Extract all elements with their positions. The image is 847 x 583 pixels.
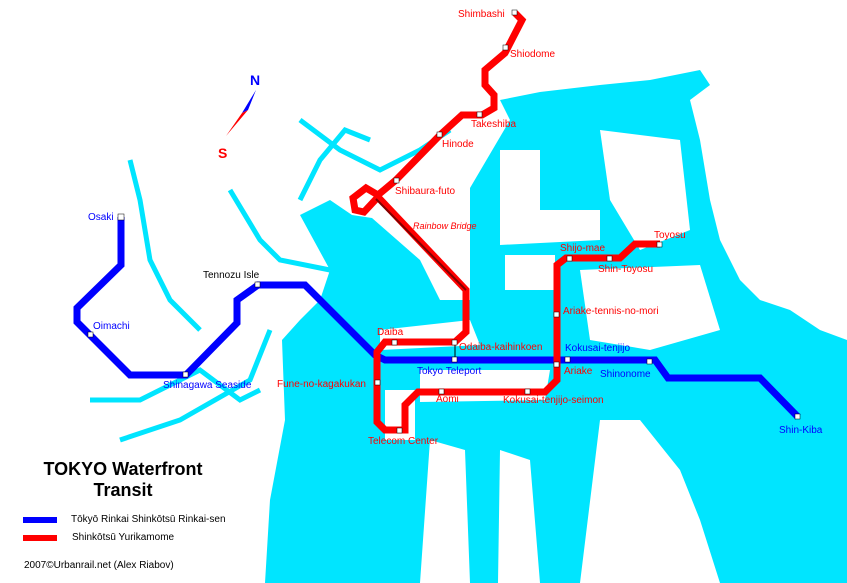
station-label-osaki[interactable]: Osaki bbox=[88, 212, 114, 223]
yurikamome-line bbox=[349, 10, 660, 434]
legend-label-yurikamome: Shinkōtsū Yurikamome bbox=[72, 532, 175, 543]
station-markers bbox=[87, 9, 801, 434]
station-marker[interactable] bbox=[438, 388, 445, 395]
land-toyosu bbox=[600, 130, 690, 250]
station-label-takeshiba[interactable]: Takeshiba bbox=[471, 119, 517, 130]
legend-label-rinkai: Tōkyō Rinkai Shinkōtsū Rinkai-sen bbox=[71, 514, 226, 525]
river-4 bbox=[90, 367, 262, 403]
station-label-hinode[interactable]: Hinode bbox=[442, 139, 474, 150]
station-label-kokusai-tenjijo-seimon[interactable]: Kokusai-tenjijo-seimon bbox=[503, 395, 604, 406]
station-label-toyosu[interactable]: Toyosu bbox=[654, 230, 686, 241]
station-marker[interactable] bbox=[254, 281, 261, 288]
land-east bbox=[750, 150, 847, 310]
river-2 bbox=[227, 188, 331, 273]
station-label-shin-kiba[interactable]: Shin-Kiba bbox=[779, 425, 823, 436]
map-title-line-1: TOKYO Waterfront bbox=[43, 459, 203, 479]
station-marker[interactable] bbox=[87, 331, 94, 338]
compass-north: N bbox=[250, 72, 261, 88]
station-marker[interactable] bbox=[566, 255, 573, 262]
station-marker[interactable] bbox=[436, 131, 443, 138]
station-label-kokusai-tenjijo[interactable]: Kokusai-tenjijo bbox=[565, 343, 631, 354]
land-ariake bbox=[505, 255, 555, 290]
station-label-daiba[interactable]: Daiba bbox=[377, 327, 404, 338]
station-label-shijo-mae[interactable]: Shijo-mae bbox=[560, 243, 606, 254]
river-1 bbox=[127, 159, 202, 332]
station-marker[interactable] bbox=[646, 358, 653, 365]
station-marker[interactable] bbox=[476, 111, 483, 118]
station-label-shin-toyosu[interactable]: Shin-Toyosu bbox=[598, 264, 654, 275]
station-label-aomi[interactable]: Aomi bbox=[436, 394, 459, 405]
station-marker[interactable] bbox=[794, 413, 801, 420]
rainbow-bridge bbox=[375, 198, 467, 291]
water-channel-1 bbox=[500, 150, 600, 245]
station-marker[interactable] bbox=[564, 356, 571, 363]
land-shinonome bbox=[580, 265, 720, 350]
station-label-ariake-tennis-no-mori[interactable]: Ariake-tennis-no-mori bbox=[563, 306, 659, 317]
station-label-ariake[interactable]: Ariake bbox=[564, 366, 593, 377]
station-marker[interactable] bbox=[451, 356, 458, 363]
station-marker[interactable] bbox=[391, 339, 398, 346]
legend-swatch-rinkai bbox=[23, 517, 57, 523]
station-marker[interactable] bbox=[396, 427, 403, 434]
station-marker[interactable] bbox=[374, 379, 381, 386]
map-title: TOKYO Waterfront Transit bbox=[28, 459, 218, 501]
station-marker[interactable] bbox=[502, 44, 509, 51]
compass-arrow bbox=[226, 90, 256, 136]
map-title-line-2: Transit bbox=[93, 480, 153, 500]
station-label-telecom-center[interactable]: Telecom Center bbox=[368, 436, 439, 447]
station-marker[interactable] bbox=[606, 255, 613, 262]
station-label-tennozu-isle[interactable]: Tennozu Isle bbox=[203, 270, 260, 281]
station-label-shimbashi[interactable]: Shimbashi bbox=[458, 9, 505, 20]
station-label-tokyo-teleport[interactable]: Tokyo Teleport bbox=[417, 366, 482, 377]
station-marker[interactable] bbox=[393, 177, 400, 184]
compass-south: S bbox=[218, 145, 228, 161]
station-marker[interactable] bbox=[511, 9, 518, 16]
station-label-fune-no-kagakukan[interactable]: Fune-no-kagakukan bbox=[277, 379, 366, 390]
station-marker[interactable] bbox=[656, 241, 663, 248]
station-label-shinagawa-seaside[interactable]: Shinagawa Seaside bbox=[163, 380, 252, 391]
station-label-shibaura-futo[interactable]: Shibaura-futo bbox=[395, 186, 456, 197]
river-6 bbox=[297, 127, 371, 202]
credit: 2007©Urbanrail.net (Alex Riabov) bbox=[24, 560, 174, 571]
station-marker[interactable] bbox=[524, 388, 531, 395]
station-marker[interactable] bbox=[553, 311, 560, 318]
rinkai-line bbox=[73, 217, 801, 420]
station-marker[interactable] bbox=[553, 361, 560, 368]
station-label-odaiba-kaihinkoen[interactable]: Odaiba-kaihinkoen bbox=[459, 342, 543, 353]
station-marker[interactable] bbox=[451, 339, 458, 346]
river-5 bbox=[119, 329, 273, 443]
station-marker[interactable] bbox=[117, 213, 125, 221]
legend-swatch-yurikamome bbox=[23, 535, 57, 541]
station-label-shiodome[interactable]: Shiodome bbox=[510, 49, 556, 60]
rainbow-bridge-label: Rainbow Bridge bbox=[413, 221, 477, 231]
station-marker[interactable] bbox=[182, 371, 189, 378]
station-label-shinonome[interactable]: Shinonome bbox=[600, 369, 651, 380]
station-label-oimachi[interactable]: Oimachi bbox=[93, 321, 130, 332]
